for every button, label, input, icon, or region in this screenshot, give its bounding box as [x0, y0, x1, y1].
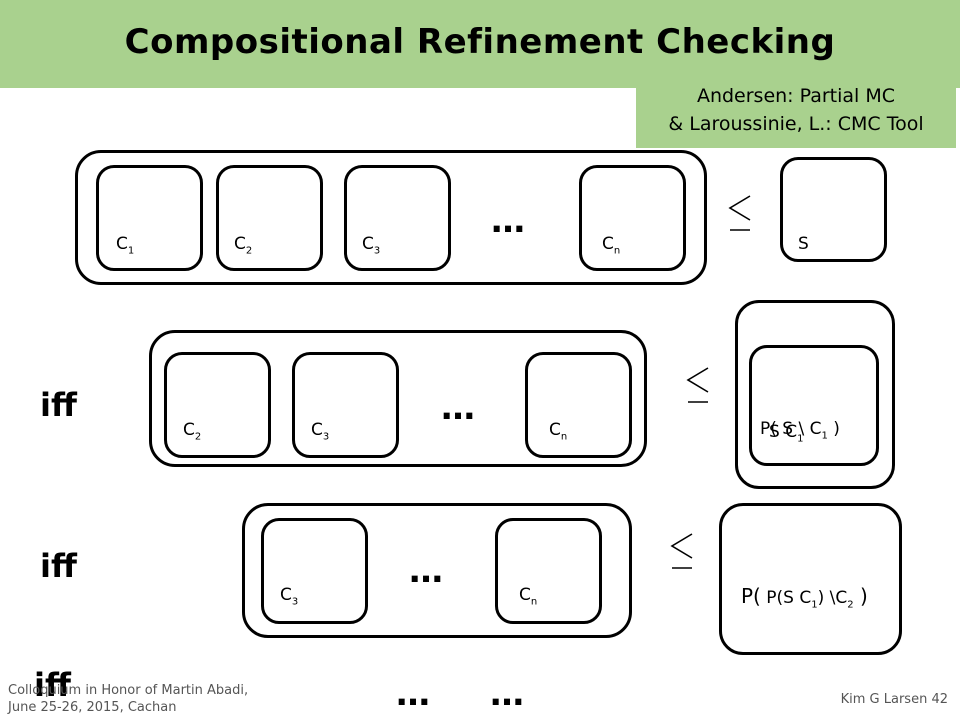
component-cn-row-2-label: Cn — [549, 420, 568, 443]
footer-event: Colloquium in Honor of Martin Abadi, Jun… — [8, 682, 248, 716]
title-banner — [0, 0, 960, 88]
refinement-leq-icon-1 — [728, 195, 751, 231]
component-c3 — [344, 165, 451, 271]
component-c2-label: C2 — [234, 234, 253, 257]
component-cn — [579, 165, 686, 271]
component-c3-row-3-label: C3 — [280, 585, 299, 608]
spec-s — [780, 157, 887, 262]
iff-label-1: iff — [40, 386, 77, 424]
ellipsis-row-3: … — [409, 551, 444, 591]
refinement-leq-icon-2 — [686, 367, 709, 403]
component-cn-row-2 — [525, 352, 632, 458]
component-c2-row-2 — [164, 352, 271, 458]
component-c3-row-2-label: C3 — [311, 420, 330, 443]
refinement-leq-icon-3 — [670, 533, 693, 569]
component-cn-row-3 — [495, 518, 602, 624]
spec-quotient-inner-row-2 — [749, 345, 879, 466]
spec-s-label: S — [798, 234, 809, 254]
ellipsis-row-2: … — [441, 388, 476, 428]
spec-quotient-row-3-label: P( P(S C1) \C2 ) — [741, 584, 868, 611]
spec-quotient-row-3 — [719, 503, 902, 655]
component-c1-label: C1 — [116, 234, 135, 257]
citation-box: Andersen: Partial MC & Laroussinie, L.: … — [636, 76, 956, 148]
footer-event-line-1: Colloquium in Honor of Martin Abadi, — [8, 683, 249, 698]
component-c3-row-2 — [292, 352, 399, 458]
component-c3-label: C3 — [362, 234, 381, 257]
spec-quotient-row-2-label-b: S C1 — [769, 422, 804, 445]
citation-line-2: & Laroussinie, L.: CMC Tool — [668, 113, 924, 135]
component-c1 — [96, 165, 203, 271]
ellipsis-bottom-1: … — [396, 674, 431, 714]
citation-line-1: Andersen: Partial MC — [696, 85, 896, 107]
component-c2-row-2-label: C2 — [183, 420, 202, 443]
ellipsis-row-1: … — [491, 201, 526, 241]
component-c2 — [216, 165, 323, 271]
component-c3-row-3 — [261, 518, 368, 624]
iff-label-3: iff — [34, 666, 71, 704]
spec-quotient-row-2-label-a: P( S \ C1 ) — [760, 419, 840, 442]
footer-author-page: Kim G Larsen 42 — [840, 692, 948, 707]
component-cn-row-3-label: Cn — [519, 585, 538, 608]
footer-event-line-2: June 25-26, 2015, Cachan — [8, 700, 177, 715]
ellipsis-bottom-2: … — [490, 674, 525, 714]
component-cn-label: Cn — [602, 234, 621, 257]
slide-title: Compositional Refinement Checking — [124, 22, 836, 62]
iff-label-2: iff — [40, 547, 77, 585]
